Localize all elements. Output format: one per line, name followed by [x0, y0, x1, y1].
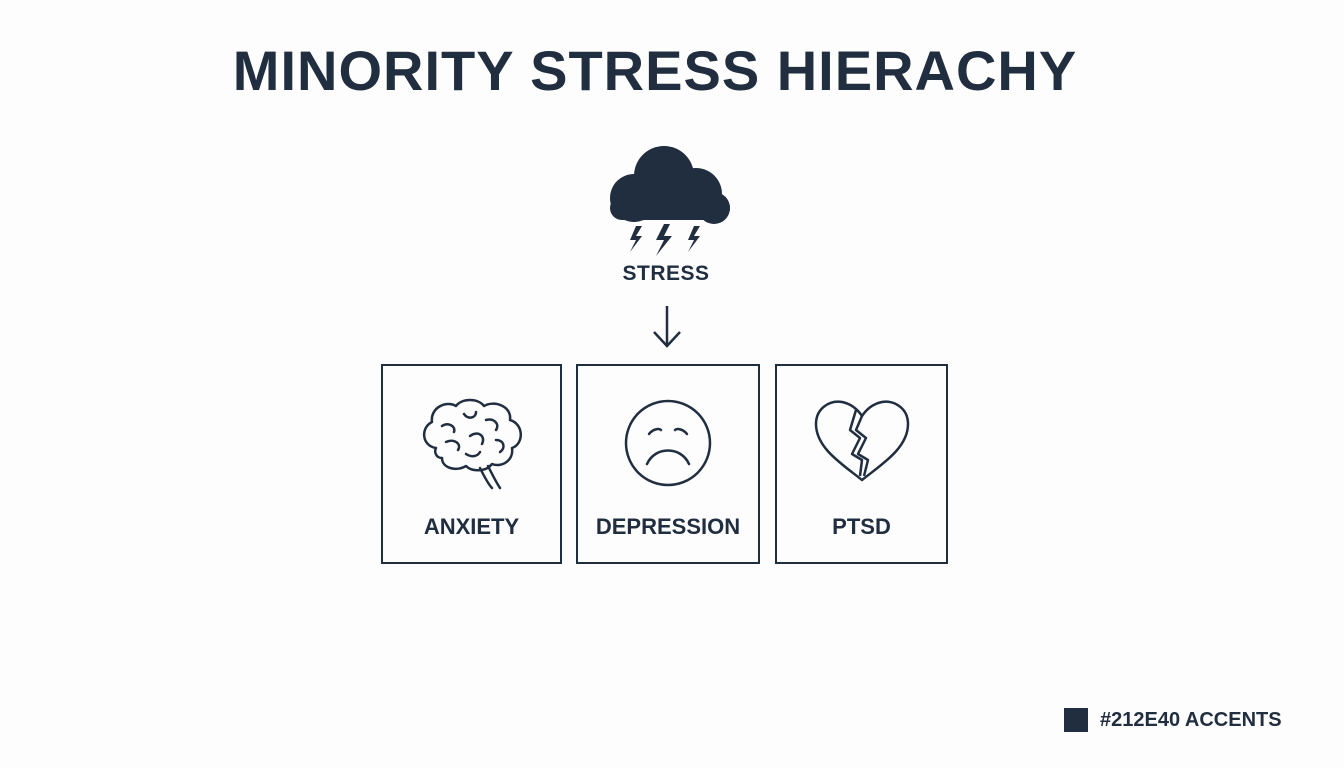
arrow-down-icon — [653, 306, 681, 348]
outcome-box-anxiety: ANXIETY — [381, 364, 562, 564]
page-title: MINORITY STRESS HIERACHY — [232, 39, 1078, 102]
outcome-label-ptsd: PTSD — [832, 514, 891, 539]
outcome-box-ptsd: PTSD — [775, 364, 948, 564]
outcome-box-depression: DEPRESSION — [576, 364, 760, 564]
outcome-label-depression: DEPRESSION — [595, 514, 741, 539]
brain-icon — [422, 398, 522, 490]
legend-label: #212E40 ACCENTS — [1100, 708, 1282, 731]
storm-cloud-icon — [610, 146, 730, 256]
legend-swatch — [1064, 708, 1088, 732]
stress-node: STRESS — [586, 140, 746, 286]
stress-label: STRESS — [622, 262, 710, 285]
legend: #212E40 ACCENTS — [1064, 708, 1282, 732]
outcome-label-anxiety: ANXIETY — [423, 514, 520, 539]
sad-face-icon — [624, 399, 712, 487]
broken-heart-icon — [814, 400, 909, 482]
